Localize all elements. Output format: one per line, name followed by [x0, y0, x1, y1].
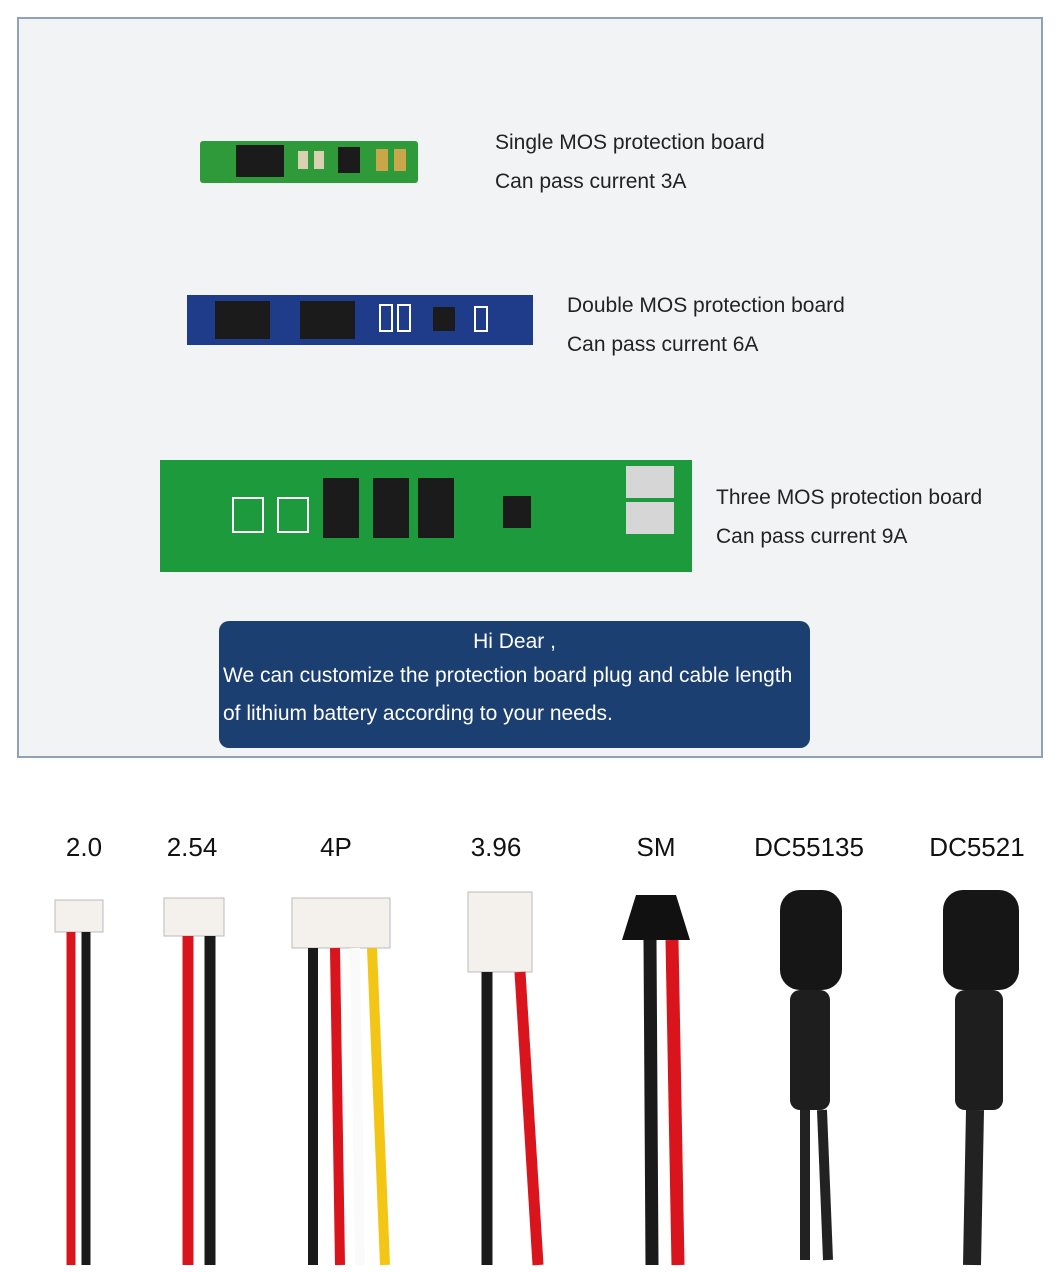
notice-greeting: Hi Dear ,	[473, 630, 556, 653]
board-current: Can pass current 3A	[495, 170, 687, 193]
connector-2-54-image	[163, 897, 225, 1265]
double-mos-board-image	[187, 295, 533, 345]
connector-sm-image	[622, 895, 690, 1266]
notice-line-1: We can customize the protection board pl…	[223, 664, 793, 687]
three-mos-description: Three MOS protection board Can pass curr…	[716, 478, 982, 556]
connector-label-4p: 4P	[320, 832, 352, 862]
customization-notice: Hi Dear , We can customize the protectio…	[219, 621, 810, 748]
single-mos-description: Single MOS protection board Can pass cur…	[495, 123, 765, 201]
board-title: Single MOS protection board	[495, 131, 765, 154]
three-mos-board-image	[160, 460, 692, 572]
connector-label-dc55135: DC55135	[754, 832, 864, 862]
double-mos-description: Double MOS protection board Can pass cur…	[567, 286, 845, 364]
connector-2-0-image	[54, 899, 104, 1265]
connector-4p-image	[291, 897, 391, 1266]
connector-label-sm: SM	[636, 832, 676, 862]
connector-label-2-54: 2.54	[166, 832, 218, 862]
connector-dc5521-image	[943, 890, 1019, 1266]
connector-3-96-image	[467, 891, 544, 1266]
connector-dc55135-image	[780, 890, 842, 1261]
connector-label-3-96: 3.96	[470, 832, 522, 862]
notice-line-2: of lithium battery according to your nee…	[223, 702, 613, 725]
connector-images	[54, 890, 1019, 1266]
board-current: Can pass current 6A	[567, 333, 759, 356]
connector-label-dc5521: DC5521	[929, 832, 1025, 862]
board-current: Can pass current 9A	[716, 525, 908, 548]
single-mos-board-image	[200, 141, 418, 183]
board-title: Three MOS protection board	[716, 486, 983, 509]
connector-label-2-0: 2.0	[65, 832, 103, 862]
board-title: Double MOS protection board	[567, 294, 845, 317]
